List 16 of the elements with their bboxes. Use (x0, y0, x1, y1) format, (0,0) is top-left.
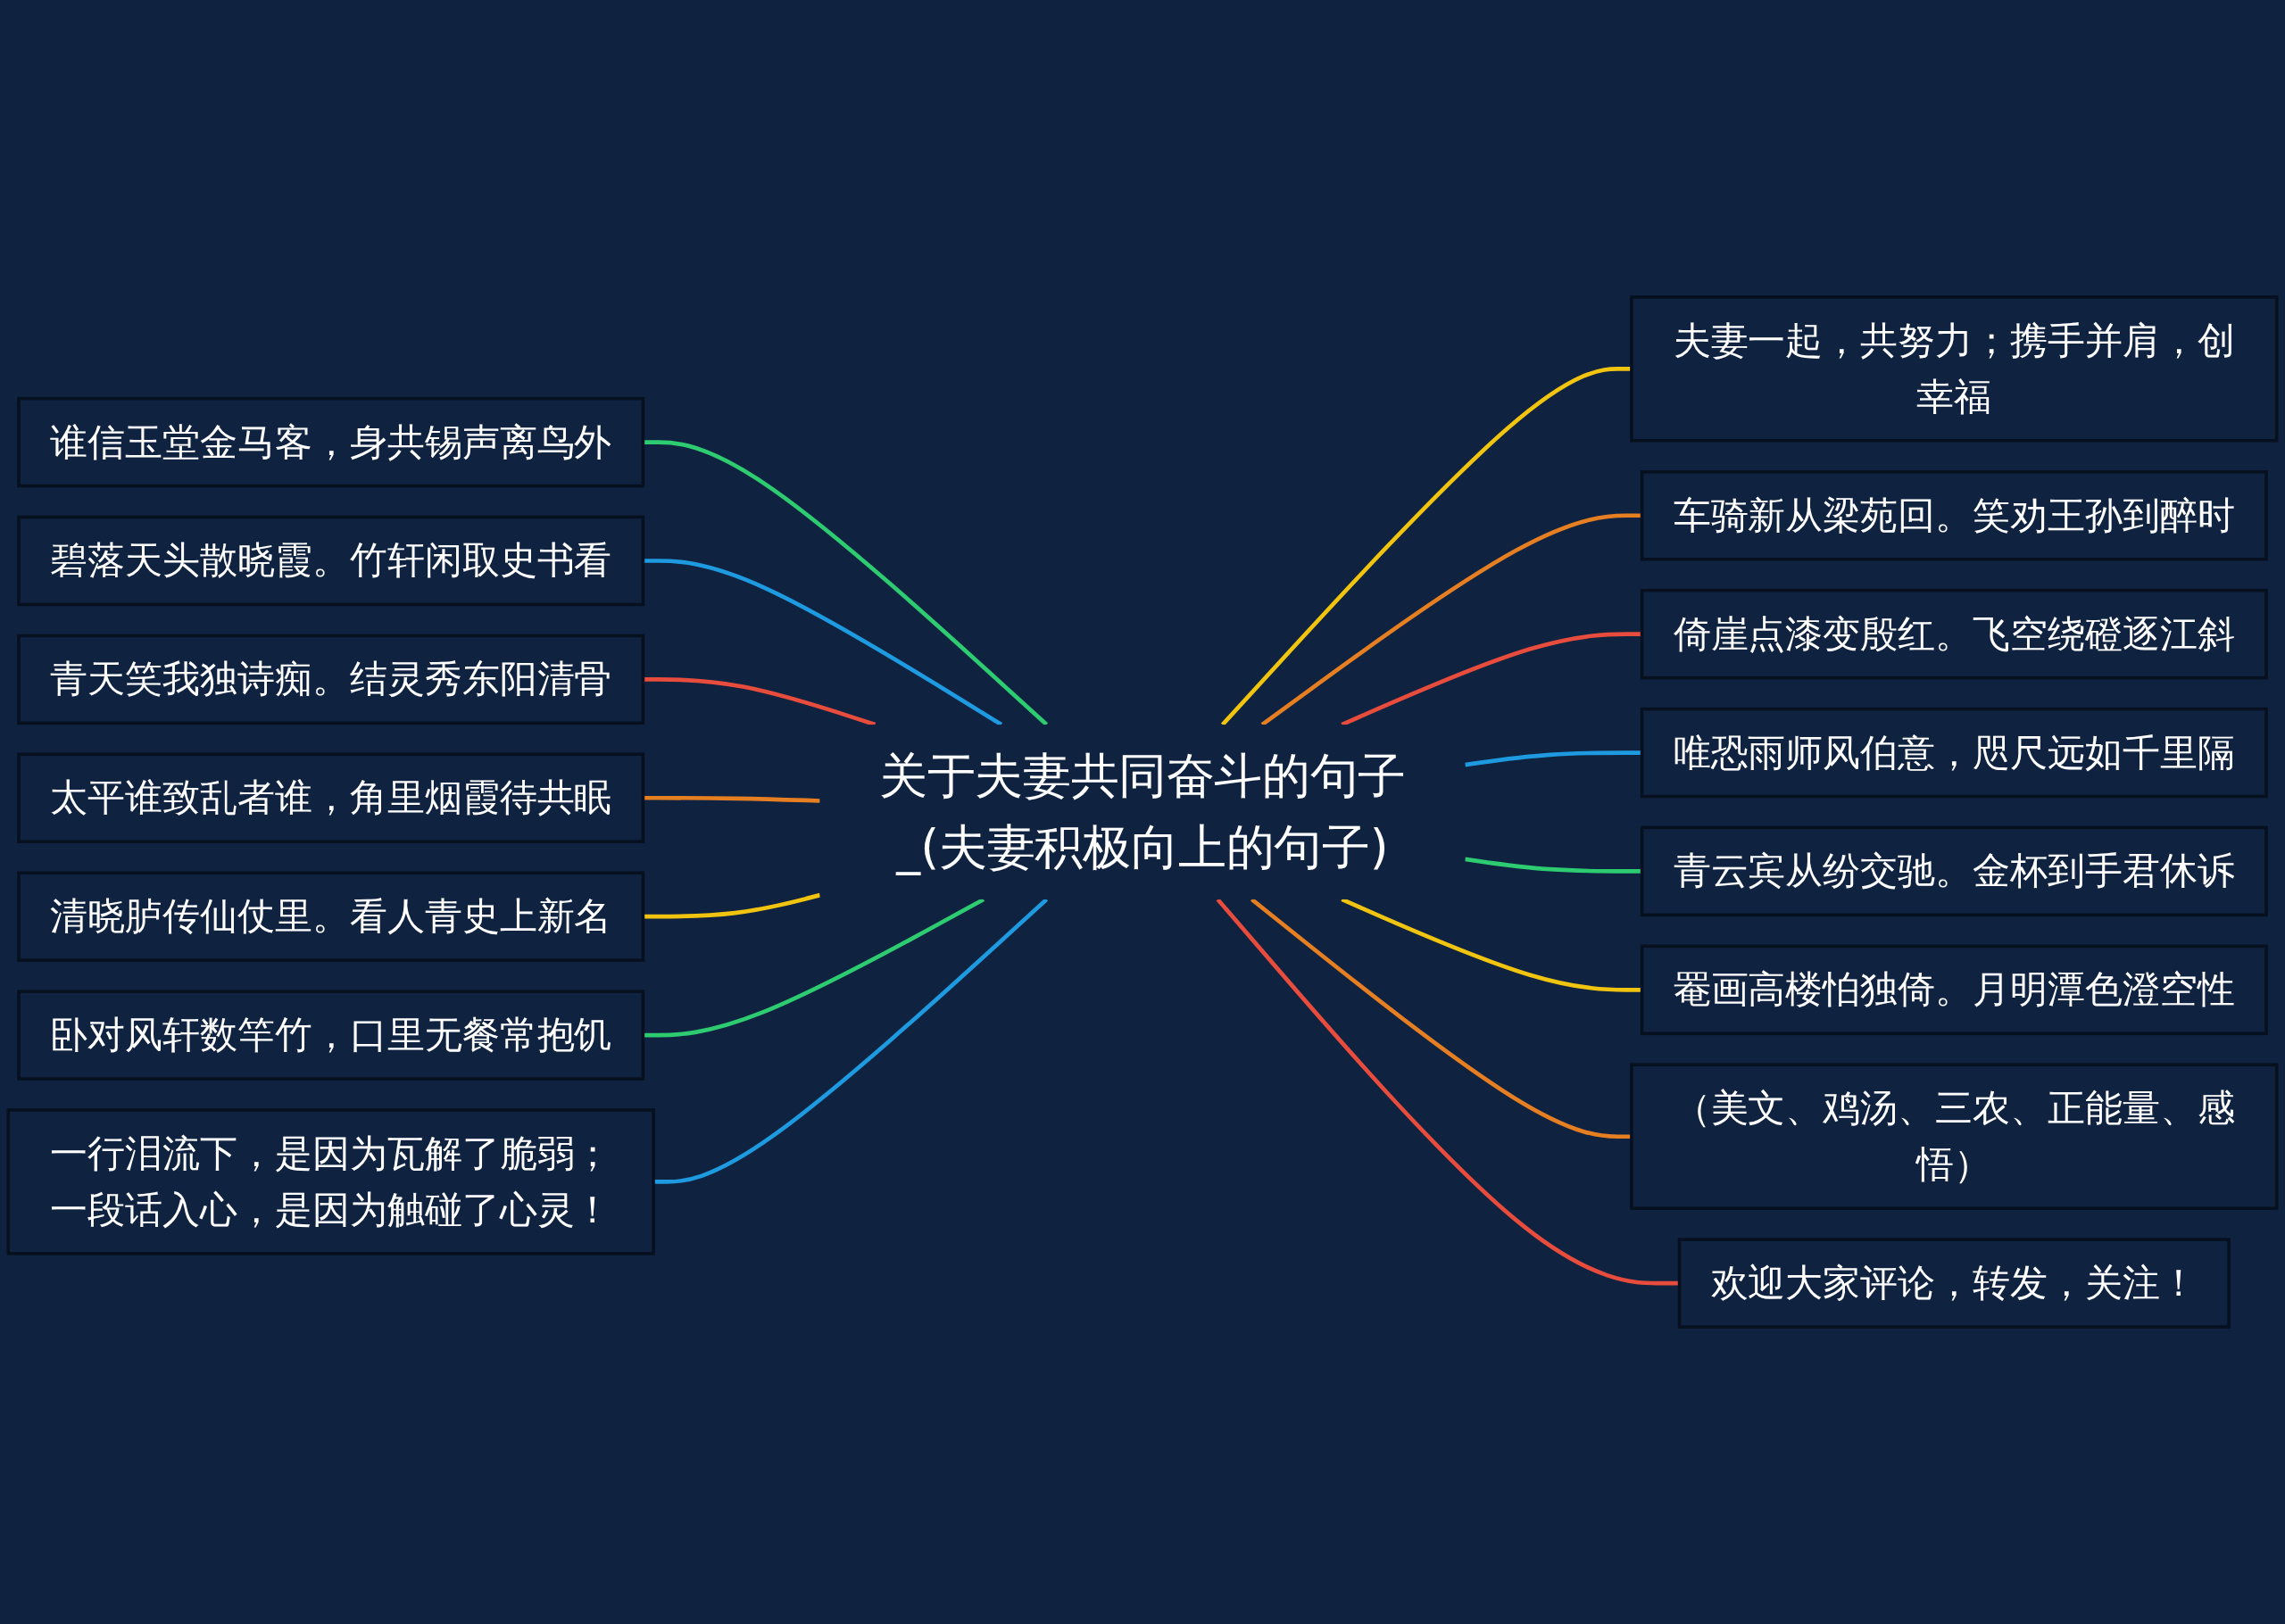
node-box: 夫妻一起，共努力；携手并肩，创幸福 (1630, 295, 2279, 443)
node-box: 罨画高楼怕独倚。月明潭色澄空性 (1640, 944, 2268, 1036)
node-box: 碧落天头散晓霞。竹轩闲取史书看 (17, 515, 645, 607)
node-box: 青天笑我独诗痴。结灵秀东阳清骨 (17, 634, 645, 725)
node-box: 卧对风轩数竿竹，口里无餐常抱饥 (17, 990, 645, 1081)
node-box: 倚崖点漆变殷红。飞空绕磴逐江斜 (1640, 588, 2268, 680)
node-box: 唯恐雨师风伯意，咫尺远如千里隔 (1640, 707, 2268, 799)
node-box: 车骑新从梁苑回。笑劝王孙到醉时 (1640, 470, 2268, 561)
node-box: 清晓胪传仙仗里。看人青史上新名 (17, 871, 645, 962)
node-box: 一行泪流下，是因为瓦解了脆弱；一段话入心，是因为触碰了心灵！ (6, 1108, 655, 1255)
node-text: 关于夫妻共同奋斗的句子_(夫妻积极向上的句子) (879, 747, 1406, 876)
node-box: 太平谁致乱者谁，角里烟霞待共眠 (17, 752, 645, 843)
node-box: （美文、鸡汤、三农、正能量、感悟） (1630, 1063, 2279, 1210)
node-box: 青云宾从纷交驰。金杯到手君休诉 (1640, 825, 2268, 917)
node-box: 谁信玉堂金马客，身共锡声离鸟外 (17, 396, 645, 488)
node-box: 欢迎大家评论，转发，关注！ (1677, 1238, 2231, 1329)
